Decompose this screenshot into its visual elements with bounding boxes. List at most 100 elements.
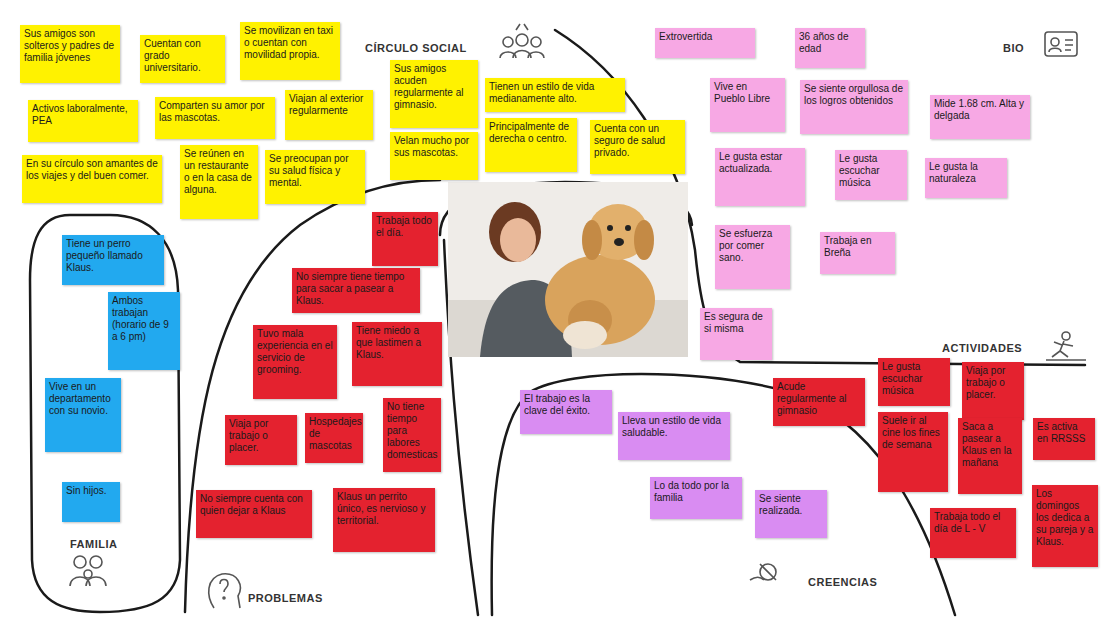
note-text: Se siente orgullosa de los logros obteni… — [804, 83, 904, 107]
sticky-note: Trabaja todo el día. — [372, 212, 438, 266]
sticky-note: Tuvo mala experiencia en el servicio de … — [253, 325, 337, 399]
sticky-note: No siempre tiene tiempo para sacar a pas… — [292, 268, 420, 313]
note-text: Viajan al exterior regularmente — [289, 93, 369, 117]
beliefs-icon — [750, 564, 776, 580]
sticky-note: Cuentan con grado universitario. — [140, 35, 225, 83]
note-text: Sin hijos. — [66, 485, 116, 497]
sticky-note: Vive en Pueblo Libre — [710, 78, 785, 132]
note-text: Sus amigos son solteros y padres de fami… — [24, 28, 116, 64]
sticky-note: Se siente orgullosa de los logros obteni… — [800, 80, 908, 134]
note-text: Ambos trabajan (horario de 9 a 6 pm) — [112, 295, 176, 343]
note-text: Cuentan con grado universitario. — [144, 38, 221, 74]
sticky-note: Trabaja en Breña — [820, 232, 895, 274]
sticky-note: Klaus un perrito único, es nervioso y te… — [333, 488, 435, 552]
note-text: Velan mucho por sus mascotas. — [394, 135, 474, 159]
note-text: Saca a pasear a Klaus en la mañana — [962, 421, 1018, 469]
note-text: No siempre tiene tiempo para sacar a pas… — [296, 271, 416, 307]
note-text: Principalmente de derecha o centro. — [489, 121, 573, 145]
note-text: El trabajo es la clave del éxito. — [524, 393, 608, 417]
note-text: Es activa en RRSSS — [1037, 421, 1091, 445]
sticky-note: Le gusta la naturaleza — [925, 158, 1007, 198]
section-heading: FAMILIA — [70, 538, 118, 550]
note-text: Viaja por trabajo o placer. — [229, 418, 293, 454]
note-text: Vive en un departamento con su novio. — [49, 381, 117, 417]
note-text: Se reúnen en un restaurante o en la casa… — [184, 148, 254, 196]
note-text: Es segura de si misma — [704, 311, 768, 335]
note-text: Tuvo mala experiencia en el servicio de … — [257, 328, 333, 376]
runner-icon — [1046, 332, 1086, 360]
sticky-note: Es activa en RRSSS — [1033, 418, 1095, 460]
sticky-note: Sus amigos son solteros y padres de fami… — [20, 25, 120, 83]
section-heading: CÍRCULO SOCIAL — [365, 42, 467, 54]
note-text: No siempre cuenta con quien dejar a Klau… — [200, 493, 308, 517]
persona-photo — [448, 182, 688, 357]
sticky-note: Suele ir al cine los fines de semana — [878, 412, 948, 492]
sticky-note: Tienen un estilo de vida medianamente al… — [485, 78, 625, 112]
note-text: Se esfuerza por comer sano. — [719, 228, 786, 264]
sticky-note: Velan mucho por sus mascotas. — [390, 132, 478, 180]
section-heading: PROBLEMAS — [248, 592, 323, 604]
note-text: Comparten su amor por las mascotas. — [159, 100, 271, 124]
sticky-note: Vive en un departamento con su novio. — [45, 378, 121, 452]
sticky-note: Se reúnen en un restaurante o en la casa… — [180, 145, 258, 219]
sticky-note: Trabaja todo el día de L - V — [930, 508, 1016, 558]
note-text: Hospedajes de mascotas — [309, 416, 359, 452]
region-line — [30, 215, 180, 612]
sticky-note: El trabajo es la clave del éxito. — [520, 390, 612, 434]
sticky-note: Se preocupan por su salud física y menta… — [265, 150, 365, 204]
sticky-note: No tiene tiempo para labores domesticas — [383, 398, 441, 472]
note-text: No tiene tiempo para labores domesticas — [387, 401, 437, 461]
sticky-note: Viaja por trabajo o placer. — [225, 415, 297, 465]
section-icons — [70, 24, 1086, 608]
note-text: En su círculo son amantes de los viajes … — [26, 158, 158, 182]
note-text: Le gusta escuchar música — [839, 153, 903, 189]
sticky-note: Se movilizan en taxi o cuentan con movil… — [240, 22, 340, 80]
section-heading: BIO — [1003, 42, 1024, 54]
note-text: Sus amigos acuden regularmente al gimnas… — [394, 63, 474, 111]
sticky-note: Cuenta con un seguro de salud privado. — [590, 120, 685, 174]
sticky-note: Se siente realizada. — [755, 490, 827, 538]
region-line — [185, 180, 440, 612]
sticky-note: Se esfuerza por comer sano. — [715, 225, 790, 289]
sticky-note: Acude regularmente al gimnasio — [773, 378, 865, 426]
sticky-note: Tiene un perro pequeño llamado Klaus. — [62, 235, 164, 285]
note-text: Suele ir al cine los fines de semana — [882, 415, 944, 451]
note-text: Se siente realizada. — [759, 493, 823, 517]
sticky-note: Le gusta escuchar música — [835, 150, 907, 200]
sticky-note: Activos laboralmente, PEA — [28, 100, 138, 142]
sticky-note: Lleva un estilo de vida saludable. — [618, 412, 730, 460]
sticky-note: Le gusta estar actualizada. — [715, 148, 805, 206]
sticky-note: Viajan al exterior regularmente — [285, 90, 373, 140]
sticky-note: Tiene miedo a que lastimen a Klaus. — [352, 322, 442, 386]
note-text: Se preocupan por su salud física y menta… — [269, 153, 361, 189]
sticky-note: Viaja por trabajo o placer. — [962, 362, 1024, 420]
id-card-icon — [1045, 32, 1077, 56]
sticky-note: Principalmente de derecha o centro. — [485, 118, 577, 172]
note-text: Cuenta con un seguro de salud privado. — [594, 123, 681, 159]
note-text: Klaus un perrito único, es nervioso y te… — [337, 491, 431, 527]
note-text: Viaja por trabajo o placer. — [966, 365, 1020, 401]
note-text: Le gusta la naturaleza — [929, 161, 1003, 185]
note-text: 36 años de edad — [799, 31, 861, 55]
note-text: Extrovertida — [659, 31, 751, 43]
sticky-note: Le gusta escuchar música — [878, 358, 950, 406]
people-icon — [500, 24, 544, 58]
sticky-note: No siempre cuenta con quien dejar a Klau… — [196, 490, 312, 538]
sticky-note: Ambos trabajan (horario de 9 a 6 pm) — [108, 292, 180, 370]
note-text: Le gusta escuchar música — [882, 361, 946, 397]
sticky-note: Mide 1.68 cm. Alta y delgada — [930, 95, 1030, 139]
sticky-note: En su círculo son amantes de los viajes … — [22, 155, 162, 203]
note-text: Mide 1.68 cm. Alta y delgada — [934, 98, 1026, 122]
note-text: Se movilizan en taxi o cuentan con movil… — [244, 25, 336, 61]
note-text: Tiene un perro pequeño llamado Klaus. — [66, 238, 160, 274]
note-text: Los domingos los dedica a su pareja y a … — [1036, 488, 1094, 548]
note-text: Trabaja todo el día de L - V — [934, 511, 1012, 535]
note-text: Trabaja en Breña — [824, 235, 891, 259]
note-text: Activos laboralmente, PEA — [32, 103, 134, 127]
note-text: Acude regularmente al gimnasio — [777, 381, 861, 417]
region-line — [492, 374, 955, 615]
sticky-note: Sus amigos acuden regularmente al gimnas… — [390, 60, 478, 128]
sticky-note: Sin hijos. — [62, 482, 120, 522]
thinking-head-icon — [209, 574, 241, 608]
